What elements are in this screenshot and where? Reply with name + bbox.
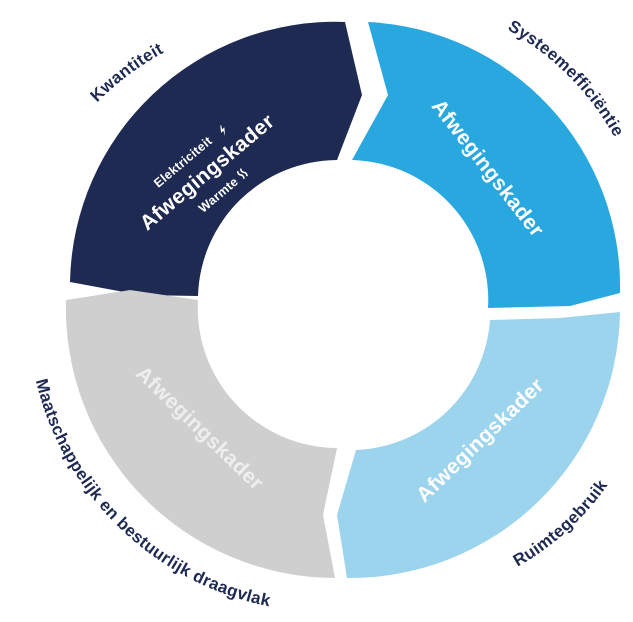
segment-bottom-right xyxy=(337,312,620,579)
segment-top-left xyxy=(70,21,362,297)
segment-bottom-left xyxy=(65,290,337,578)
segment-top-right xyxy=(352,22,621,308)
center-hole xyxy=(206,167,482,443)
heat-waves-icon xyxy=(236,168,248,179)
lightning-bolt-icon xyxy=(220,124,226,136)
